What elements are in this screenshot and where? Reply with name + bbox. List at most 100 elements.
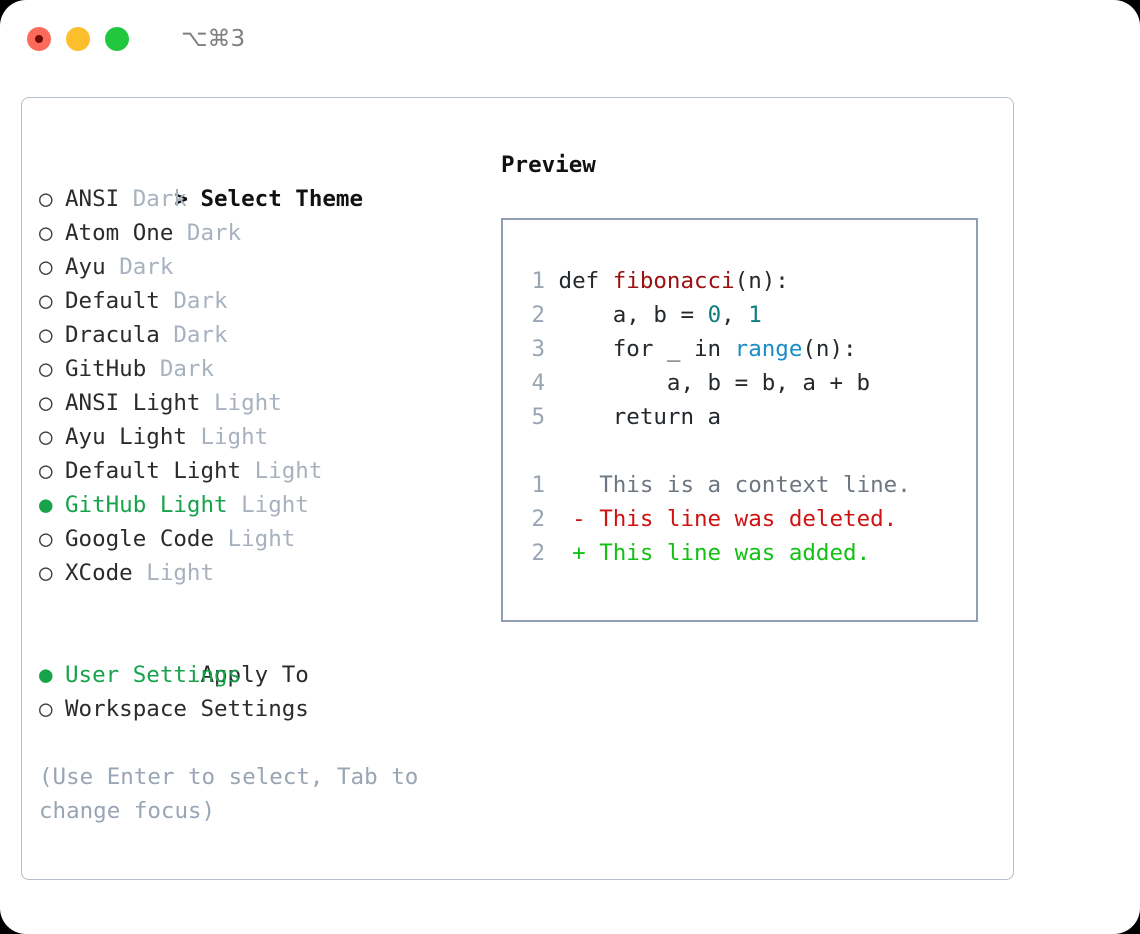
diff-marker: - [572, 506, 586, 532]
theme-variant-tag: Dark [173, 288, 228, 314]
code-token-plain: a, b = b, a + b [558, 370, 871, 396]
code-token-plain: def [558, 268, 613, 294]
main-panel: >Select Theme ○ANSI Dark○Atom One Dark○A… [21, 97, 1014, 880]
radio-unselected-icon[interactable]: ○ [39, 322, 53, 348]
radio-unselected-icon[interactable]: ○ [39, 696, 53, 722]
theme-variant-tag: Dark [173, 322, 228, 348]
theme-list-item[interactable]: ○Ayu Dark [39, 250, 479, 284]
line-number: 1 [531, 268, 545, 294]
line-number: 2 [531, 302, 545, 328]
theme-list-item[interactable]: ○ Dracula Dark [39, 318, 479, 352]
theme-name-label: GitHub [65, 356, 147, 382]
apply-to-list[interactable]: ● User Settings ○ Workspace Settings [39, 658, 479, 726]
theme-list-item[interactable]: ○ ANSI Light Light [39, 386, 479, 420]
radio-unselected-icon[interactable]: ○ [39, 390, 53, 416]
theme-list-item[interactable]: ●GitHub Light Light [39, 488, 479, 522]
diff-sample: 1 This is a context line.2 - This line w… [517, 468, 970, 570]
line-number: 5 [531, 404, 545, 430]
theme-name-label: XCode [65, 560, 133, 586]
theme-variant-tag: Dark [159, 356, 215, 382]
code-token-num: 0 [707, 302, 722, 328]
apply-to-label: User Settings [65, 662, 242, 688]
theme-variant-tag: Light [200, 424, 269, 450]
line-number: 2 [531, 506, 545, 532]
code-line: 4 a, b = b, a + b [517, 366, 970, 400]
radio-unselected-icon[interactable]: ○ [39, 560, 53, 586]
code-token-plain: , [721, 302, 749, 328]
theme-list-item[interactable]: ○ GitHub Dark [39, 352, 479, 386]
theme-variant-tag: Light [254, 458, 323, 484]
radio-unselected-icon[interactable]: ○ [39, 220, 53, 246]
diff-line: 2 - This line was deleted. [517, 502, 970, 536]
theme-name-label: Google Code [65, 526, 215, 552]
code-line: 2 a, b = 0, 1 [517, 298, 970, 332]
theme-name-label: Atom One [65, 220, 174, 246]
theme-name-label: GitHub Light [65, 492, 228, 518]
line-number: 1 [531, 472, 545, 498]
theme-list-item[interactable]: ○ ANSI Dark [39, 182, 479, 216]
code-token-builtin: range [734, 336, 803, 362]
theme-name-label: ANSI Light [65, 390, 201, 416]
radio-unselected-icon[interactable]: ○ [39, 526, 53, 552]
code-token-plain: return a [558, 404, 722, 430]
select-theme-heading: >Select Theme [39, 148, 479, 212]
code-line: 5 return a [517, 400, 970, 434]
theme-name-label: ANSI [65, 186, 120, 212]
theme-list-item[interactable]: ○Ayu Light Light [39, 420, 479, 454]
theme-name-label: Default Light [65, 458, 242, 484]
radio-unselected-icon[interactable]: ○ [39, 356, 53, 382]
maximize-window-icon[interactable] [105, 27, 129, 51]
diff-line: 1 This is a context line. [517, 468, 970, 502]
theme-name-label: Dracula [65, 322, 160, 348]
theme-list-item[interactable]: ○ Default Light Light [39, 454, 479, 488]
minimize-window-icon[interactable] [66, 27, 90, 51]
code-token-num: 1 [748, 302, 762, 328]
apply-to-heading: Apply To [39, 624, 479, 688]
radio-unselected-icon[interactable]: ○ [39, 288, 53, 314]
radio-unselected-icon[interactable]: ○ [39, 186, 53, 212]
preview-heading: Preview [501, 152, 596, 178]
code-diff-gap [517, 434, 970, 468]
radio-selected-icon[interactable]: ● [39, 492, 53, 518]
diff-marker [572, 472, 586, 498]
theme-variant-tag: Dark [132, 186, 187, 212]
diff-marker: + [572, 540, 586, 566]
theme-variant-tag: Dark [186, 220, 242, 246]
line-number: 4 [531, 370, 545, 396]
keyboard-hint-text: (Use Enter to select, Tab to change focu… [39, 764, 432, 824]
theme-selector-column: >Select Theme ○ANSI Dark○Atom One Dark○A… [39, 148, 479, 726]
apply-to-label: Workspace Settings [65, 696, 309, 722]
diff-text: This line was added. [599, 540, 871, 566]
code-token-plain: (n): [734, 268, 789, 294]
preview-column: Preview 1 def fibonacci(n):2 a, b = 0, 1… [501, 148, 981, 622]
theme-list-item[interactable]: ○ XCode Light [39, 556, 479, 590]
code-line: 3 for _ in range(n): [517, 332, 970, 366]
code-token-plain: (n): [802, 336, 857, 362]
theme-list-item[interactable]: ○ Google Code Light [39, 522, 479, 556]
diff-text: This line was deleted. [599, 506, 898, 532]
theme-variant-tag: Light [146, 560, 215, 586]
radio-unselected-icon[interactable]: ○ [39, 254, 53, 280]
close-window-icon[interactable] [27, 27, 51, 51]
theme-list[interactable]: ○ANSI Dark○Atom One Dark○Ayu Dark○Defaul… [39, 182, 479, 590]
title-bar: ⌥⌘3 [0, 0, 1140, 78]
code-line: 1 def fibonacci(n): [517, 264, 970, 298]
radio-unselected-icon[interactable]: ○ [39, 458, 53, 484]
code-token-fn: fibonacci [612, 268, 735, 294]
keyboard-shortcut-label: ⌥⌘3 [181, 26, 246, 52]
radio-unselected-icon[interactable]: ○ [39, 424, 53, 450]
apply-to-item[interactable]: ● User Settings [39, 658, 479, 692]
code-token-plain: for _ in [558, 336, 735, 362]
radio-selected-icon[interactable]: ● [39, 662, 53, 688]
theme-list-item[interactable]: ○ Default Dark [39, 284, 479, 318]
theme-variant-tag: Light [214, 390, 282, 416]
apply-to-item[interactable]: ○ Workspace Settings [39, 692, 479, 726]
theme-name-label: Default [65, 288, 160, 314]
theme-variant-tag: Light [227, 526, 296, 552]
theme-variant-tag: Dark [119, 254, 174, 280]
theme-list-item[interactable]: ○ Atom One Dark [39, 216, 479, 250]
